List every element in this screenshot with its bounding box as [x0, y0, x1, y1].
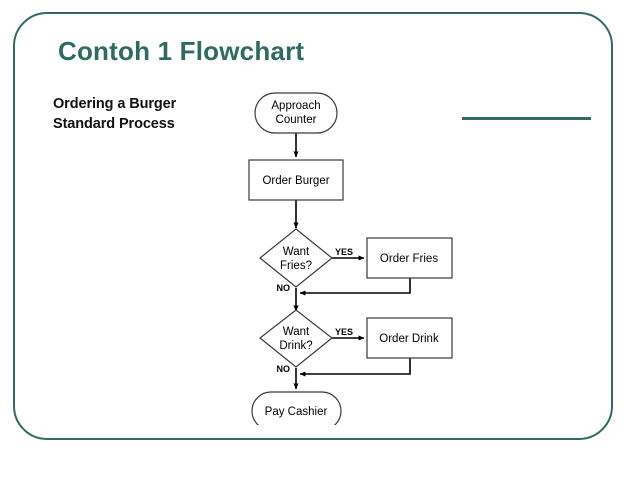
flow-node-order-burger[interactable]: Order Burger — [248, 159, 344, 201]
flowchart-caption: Ordering a Burger Standard Process — [53, 94, 233, 134]
flow-connectors — [293, 132, 411, 390]
flow-node-order-drink[interactable]: Order Drink — [366, 317, 453, 359]
flow-node-pay-cashier[interactable]: Pay Cashier — [251, 391, 342, 425]
page-title: Contoh 1 Flowchart — [58, 36, 305, 66]
flow-node-order-burger-shape — [248, 159, 344, 201]
edge-label-drink-yes: YES — [335, 327, 353, 337]
edge-label-fries-no: NO — [277, 283, 291, 293]
flow-node-approach-counter[interactable]: Approach Counter — [254, 92, 338, 134]
flow-node-approach-counter-shape — [254, 92, 338, 134]
edge-order-fries-to-want-drink-join — [299, 278, 411, 296]
flow-node-want-fries[interactable]: Want Fries? — [259, 228, 333, 288]
edge-order-drink-to-pay-cashier-join — [299, 358, 411, 377]
flow-node-order-fries-label: Order Fries — [380, 253, 438, 265]
flow-node-approach-counter-label-2: Counter — [276, 114, 317, 126]
flow-node-pay-cashier-shape — [251, 391, 342, 425]
flow-node-want-fries-label-2: Fries? — [280, 260, 312, 272]
flow-node-want-drink-label-2: Drink? — [279, 340, 312, 352]
flow-node-order-drink-shape — [366, 317, 453, 359]
flow-node-want-drink-shape — [259, 309, 333, 368]
flow-node-want-drink-label-1: Want — [283, 326, 310, 338]
edge-label-fries-yes: YES — [335, 247, 353, 257]
flowchart-diagram: Approach Counter Order Burger Want Fries… — [228, 86, 456, 425]
flow-node-pay-cashier-label: Pay Cashier — [265, 406, 328, 418]
flow-node-order-fries[interactable]: Order Fries — [366, 237, 453, 279]
flow-edge-labels: YES NO YES NO — [277, 247, 354, 374]
flowchart-caption-line-1: Ordering a Burger — [53, 96, 177, 112]
flow-node-want-fries-label-1: Want — [283, 246, 310, 258]
flow-node-order-burger-label: Order Burger — [262, 175, 329, 187]
flowchart-caption-line-2: Standard Process — [53, 116, 175, 132]
title-underline-rule — [462, 117, 591, 120]
flow-node-want-drink[interactable]: Want Drink? — [259, 309, 333, 368]
flow-node-want-fries-shape — [259, 228, 333, 288]
flow-node-order-fries-shape — [366, 237, 453, 279]
flow-node-approach-counter-label-1: Approach — [271, 100, 320, 112]
edge-label-drink-no: NO — [277, 364, 291, 374]
flow-node-order-drink-label: Order Drink — [379, 333, 439, 345]
